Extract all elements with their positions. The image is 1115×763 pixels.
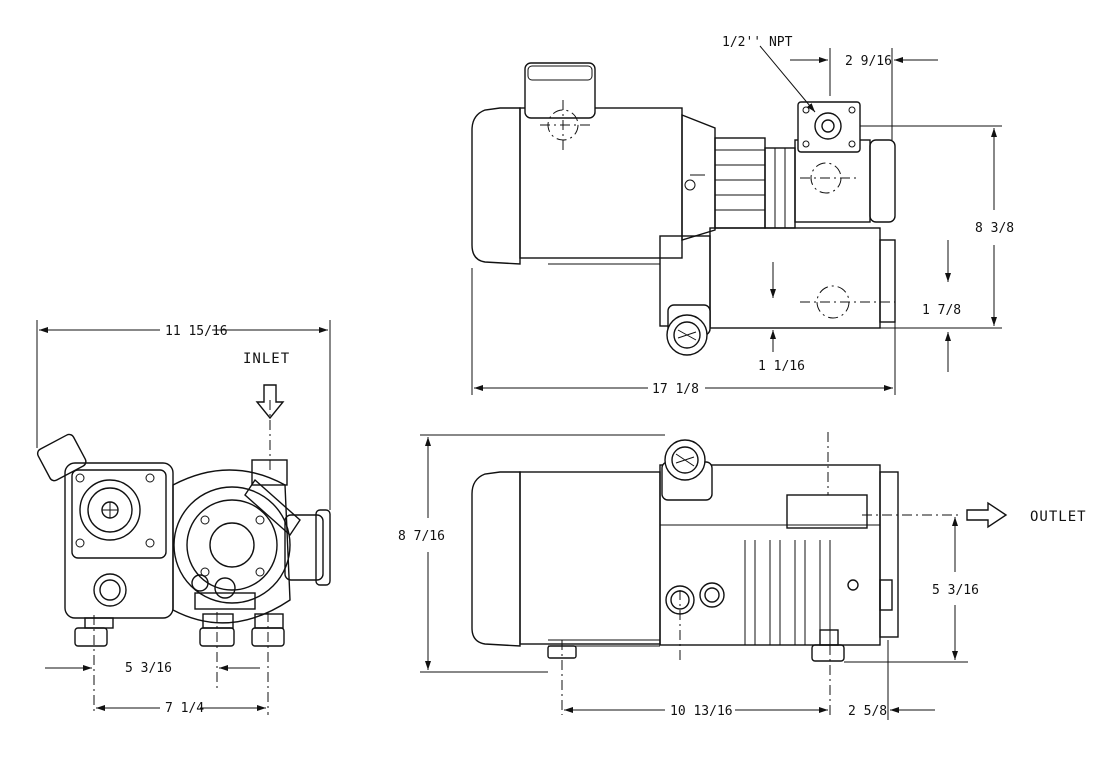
npt-label: 1/2'' NPT <box>722 35 793 50</box>
dim-end-foot-offset: 5 3/16 <box>125 661 172 676</box>
top-view: 1/2'' NPT 2 9/16 8 3/8 1 7/8 1 1/16 17 1… <box>471 35 1014 397</box>
dim-top-base-offset: 1 1/16 <box>758 359 805 374</box>
side-view: OUTLET 8 7/16 5 3/16 10 13/16 2 5/8 <box>398 432 1087 720</box>
outlet-label: OUTLET <box>1030 509 1087 525</box>
dim-end-width: 11 15/16 <box>165 324 228 339</box>
inlet-label: INLET <box>243 351 290 367</box>
dim-side-foot-span: 10 13/16 <box>670 704 733 719</box>
end-view: INLET 11 15/16 5 3/16 7 1/4 <box>36 320 331 716</box>
dim-top-length: 17 1/8 <box>652 382 699 397</box>
dim-top-offset: 2 9/16 <box>845 54 892 69</box>
dim-end-foot-span: 7 1/4 <box>165 701 204 716</box>
dim-top-height: 8 3/8 <box>975 221 1014 236</box>
dim-side-outlet-height: 5 3/16 <box>932 583 979 598</box>
dim-side-outlet-offset: 2 5/8 <box>848 704 887 719</box>
dim-side-height: 8 7/16 <box>398 529 445 544</box>
dim-top-inlet-height: 1 7/8 <box>922 303 961 318</box>
